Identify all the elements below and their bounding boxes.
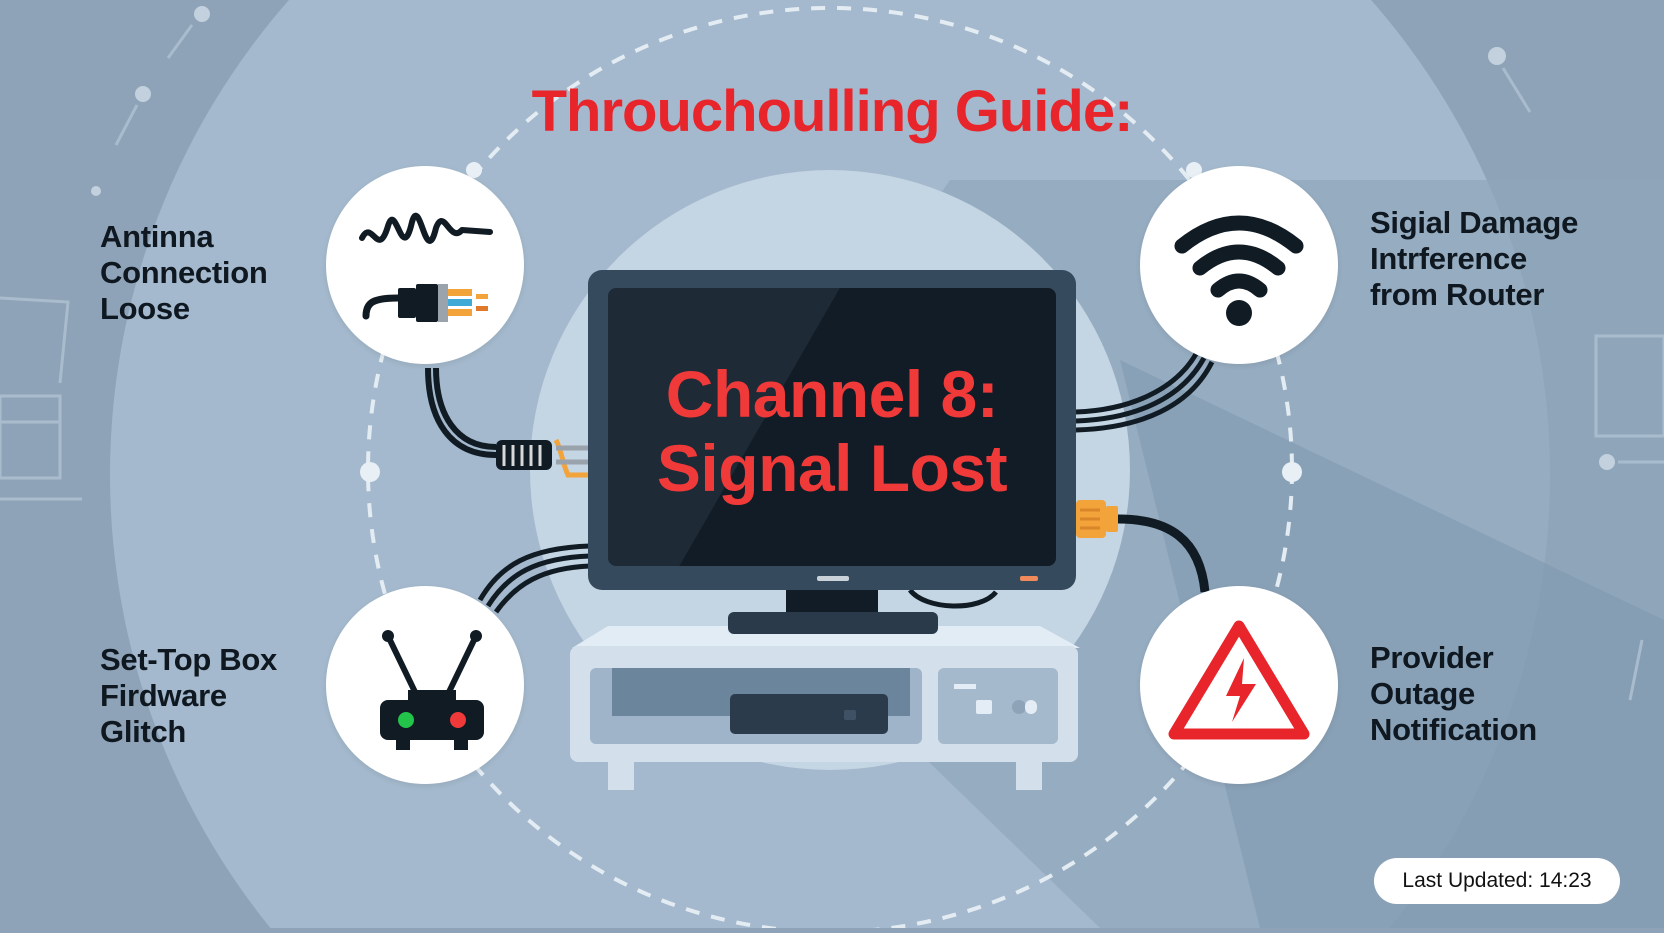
label-line: Provider: [1370, 640, 1494, 675]
coax-connector: [496, 440, 552, 470]
label-line: Outage: [1370, 676, 1475, 711]
tv-neck: [786, 590, 878, 614]
issue-outage-circle: [1140, 586, 1338, 784]
label-line: Notification: [1370, 712, 1537, 747]
wifi-icon: [1174, 215, 1304, 326]
issue-outage-label: Provider Outage Notification: [1370, 640, 1537, 748]
issue-antenna-circle: [326, 166, 524, 364]
screen-status-text: Signal Lost: [656, 431, 1008, 505]
label-line: Glitch: [100, 714, 187, 749]
label-line: Intrference: [1370, 241, 1527, 276]
set-top-box-device: [730, 694, 888, 734]
tv-base: [728, 612, 938, 634]
issue-antenna-label: Antinna Connection Loose: [100, 219, 268, 327]
issue-set-top-box-label: Set-Top Box Firdware Glitch: [100, 642, 277, 750]
status-led-green: [398, 712, 414, 728]
set-top-box-icon: [380, 630, 484, 750]
screen-channel-text: Channel 8:: [665, 357, 999, 431]
issue-wifi-circle: [1140, 166, 1338, 364]
issue-wifi-label: Sigial Damage Intrference from Router: [1370, 205, 1578, 313]
last-updated-badge: Last Updated: 14:23: [1374, 858, 1620, 904]
tv-logo: [817, 576, 849, 581]
warning-triangle-icon: [1168, 620, 1310, 740]
label-line: Antinna: [100, 219, 214, 254]
label-line: Sigial Damage: [1370, 205, 1579, 240]
status-led-red: [450, 712, 466, 728]
issue-set-top-box-circle: [326, 586, 524, 784]
label-line: from Router: [1370, 277, 1545, 312]
label-line: Loose: [100, 291, 190, 326]
label-line: Connection: [100, 255, 268, 290]
tv-cabinet: [570, 626, 1080, 790]
page-title: Throuchoulling Guide:: [531, 79, 1134, 144]
label-line: Firdware: [100, 678, 227, 713]
tv-screen: Channel 8: Signal Lost: [608, 288, 1056, 566]
tv-power-led: [1020, 576, 1038, 581]
antenna-cable-icon: [359, 212, 493, 322]
tv-frame: Channel 8: Signal Lost: [588, 270, 1076, 590]
lightning-bolt-icon: [1226, 658, 1256, 722]
label-line: Set-Top Box: [100, 642, 277, 677]
